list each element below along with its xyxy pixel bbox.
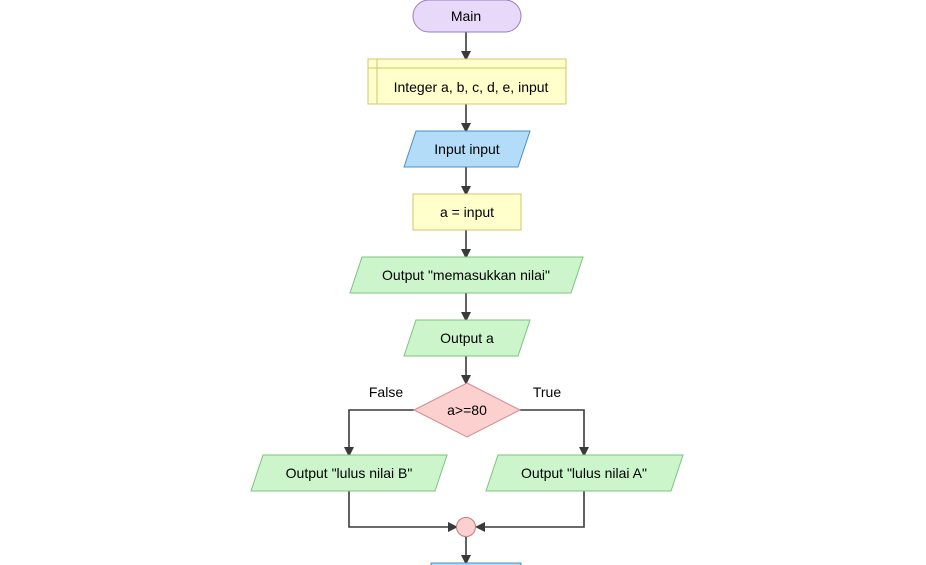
- edge-true-to-connector: [475, 491, 585, 532]
- declare-label: Integer a, b, c, d, e, input: [394, 79, 549, 95]
- output1-node: Output "memasukkan nilai": [349, 256, 584, 294]
- assign-label: a = input: [440, 204, 494, 220]
- input-node: Input input: [403, 130, 531, 168]
- output-true-node: Output "lulus nilai A": [485, 454, 684, 492]
- edge-false-to-connector: [348, 491, 458, 532]
- true-branch-label: True: [533, 384, 561, 400]
- edge-decision-false: [344, 409, 414, 457]
- declare-shape: [367, 58, 567, 105]
- output1-label: Output "memasukkan nilai": [382, 267, 550, 283]
- output1-shape: [349, 256, 584, 294]
- output-false-label: Output "lulus nilai B": [286, 465, 413, 481]
- edges: [344, 32, 589, 565]
- edge-decision-true: [520, 409, 589, 457]
- output2-label: Output a: [440, 330, 494, 346]
- output-false-node: Output "lulus nilai B": [250, 454, 448, 492]
- decision-shape: [412, 382, 522, 438]
- output-true-shape: [485, 454, 684, 492]
- start-label: Main: [451, 8, 481, 24]
- start-node: Main: [412, 0, 522, 33]
- output2-node: Output a: [403, 319, 531, 357]
- output-false-shape: [250, 454, 448, 492]
- assign-node: a = input: [412, 193, 522, 231]
- output-true-label: Output "lulus nilai A": [521, 465, 647, 481]
- merge-connector: [456, 517, 476, 537]
- next-node-partial: [430, 562, 522, 565]
- input-shape: [403, 130, 531, 168]
- output2-shape: [403, 319, 531, 357]
- declare-node: Integer a, b, c, d, e, input: [367, 58, 567, 105]
- start-shape: [412, 0, 522, 33]
- decision-node: a>=80: [412, 382, 522, 438]
- input-label: Input input: [434, 141, 499, 157]
- false-branch-label: False: [369, 384, 403, 400]
- assign-shape: [412, 193, 522, 231]
- decision-label: a>=80: [447, 402, 487, 418]
